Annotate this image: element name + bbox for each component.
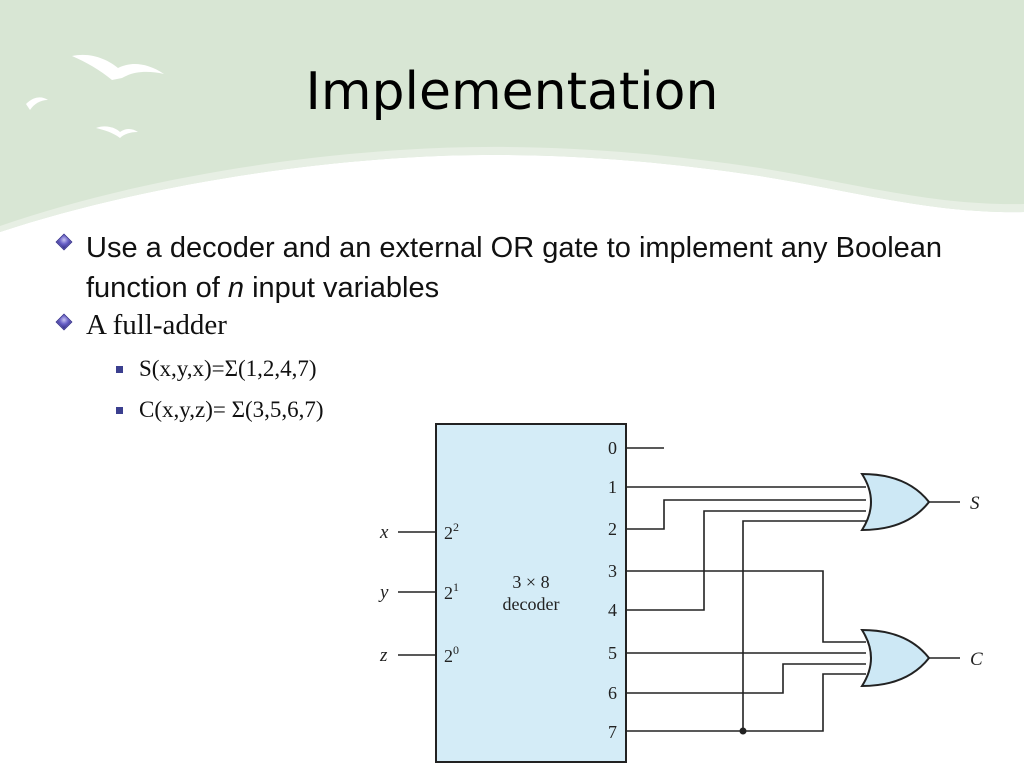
carry-output-label: C xyxy=(970,649,983,670)
sum-expression: S(x,y,x)=Σ(1,2,4,7) xyxy=(139,356,317,381)
decoder-circuit-diagram: 3 × 8 decoder x y z 22 21 20 0 1 2 3 4 5… xyxy=(374,420,990,766)
square-bullet-icon xyxy=(116,365,123,373)
output-label-4: 4 xyxy=(608,600,617,620)
sub-bullet-sum: S(x,y,x)=Σ(1,2,4,7) xyxy=(116,356,317,382)
output-label-3: 3 xyxy=(608,561,617,581)
decoder-block xyxy=(435,423,627,763)
diamond-bullet-icon xyxy=(55,313,73,331)
slide-title: Implementation xyxy=(305,62,719,122)
or-gate-sum xyxy=(860,472,931,532)
sum-output-label: S xyxy=(970,493,980,514)
decoder-label-name: decoder xyxy=(503,594,560,614)
bullet-decoder-text: Use a decoder and an external OR gate to… xyxy=(86,232,943,304)
output-label-1: 1 xyxy=(608,477,617,497)
decoder-inputs: x y z 22 21 20 xyxy=(378,520,459,666)
input-weight-2: 22 xyxy=(444,520,459,543)
output-label-5: 5 xyxy=(608,643,617,663)
decoder-label-size: 3 × 8 xyxy=(512,572,549,592)
output-label-6: 6 xyxy=(608,683,617,703)
or-gate-carry xyxy=(860,628,931,688)
input-z-label: z xyxy=(379,645,388,666)
input-weight-0: 20 xyxy=(444,643,459,666)
carry-expression: C(x,y,z)= Σ(3,5,6,7) xyxy=(139,397,324,422)
input-weight-1: 21 xyxy=(444,580,459,603)
input-y-label: y xyxy=(378,582,389,603)
diamond-bullet-icon xyxy=(55,233,73,251)
decoder-output-labels: 0 1 2 3 4 5 6 7 xyxy=(608,438,617,742)
output-label-2: 2 xyxy=(608,519,617,539)
bird-icon xyxy=(26,54,164,138)
input-x-label: x xyxy=(379,522,389,543)
bullet-full-adder: A full-adder xyxy=(55,308,227,342)
circuit-wires xyxy=(626,447,960,732)
sub-bullet-carry: C(x,y,z)= Σ(3,5,6,7) xyxy=(116,397,324,423)
bullet-decoder: Use a decoder and an external OR gate to… xyxy=(55,228,966,308)
square-bullet-icon xyxy=(116,406,123,414)
output-label-0: 0 xyxy=(608,438,617,458)
bullet-full-adder-text: A full-adder xyxy=(86,309,227,341)
junction-dot xyxy=(739,727,747,735)
output-label-7: 7 xyxy=(608,722,617,742)
